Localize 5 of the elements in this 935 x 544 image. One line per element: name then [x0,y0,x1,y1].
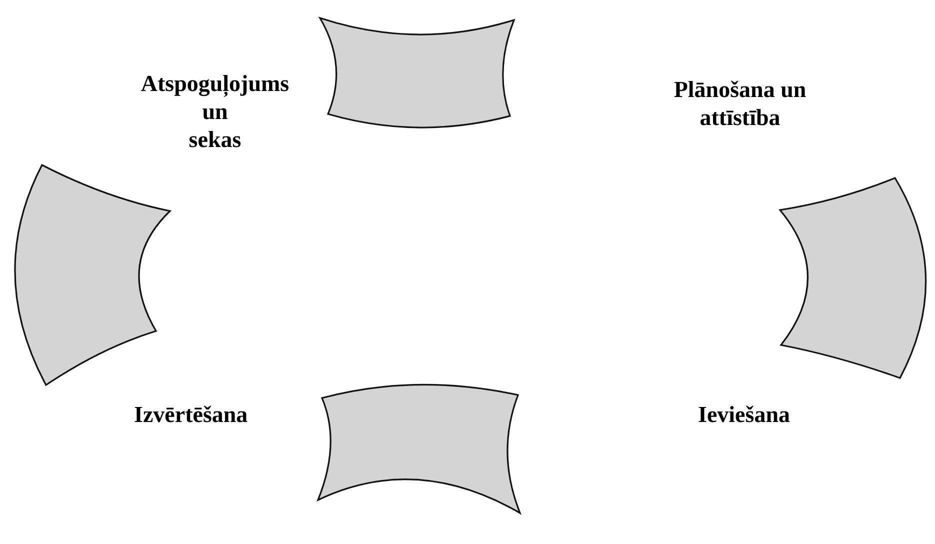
stage-label: Izvērtēšana [134,401,249,429]
curved-segment-shape [316,383,522,517]
stage-label: Ieviešana [698,401,791,429]
stage-label: Plānošana un attīstība [672,76,808,132]
stage-label: Atspoguļojums un sekas [140,70,290,154]
